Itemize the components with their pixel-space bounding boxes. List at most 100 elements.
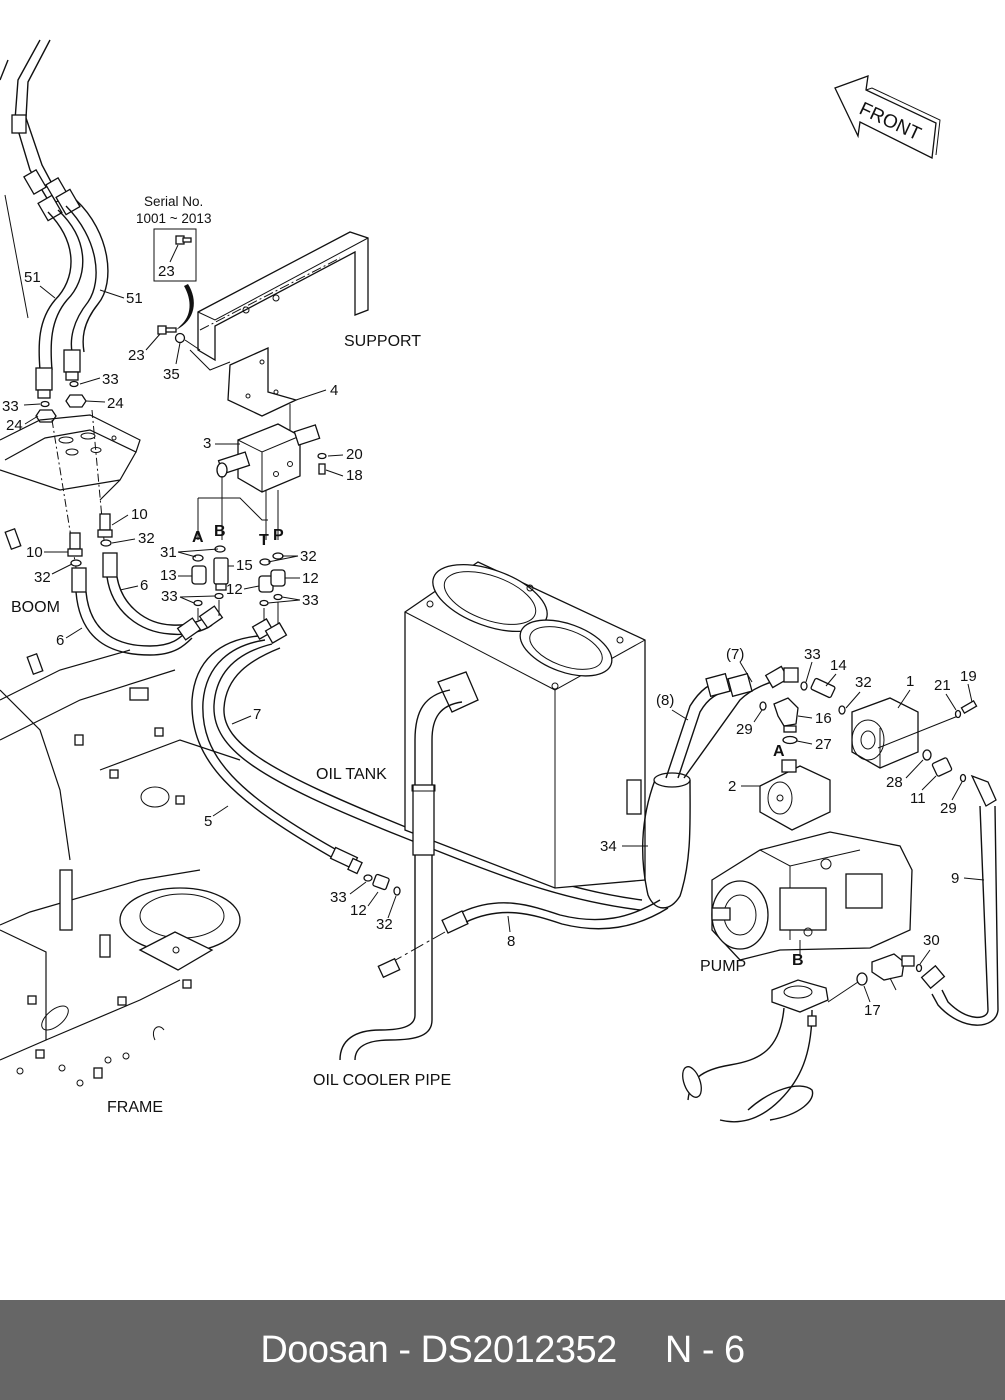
callout-2: 2	[728, 778, 736, 795]
callout-33: 33	[161, 588, 178, 605]
serial-part-23: 23	[158, 263, 175, 280]
o-ring-33	[40, 400, 50, 408]
callout-23: 23	[128, 347, 145, 364]
fitting-10-right	[97, 513, 113, 547]
label-boom: BOOM	[11, 599, 60, 616]
serial-inset-box	[153, 228, 197, 282]
callout-24: 24	[6, 417, 23, 434]
callout-32: 32	[34, 569, 51, 586]
callout-32: 32	[138, 530, 155, 547]
port-label-b: B	[214, 523, 226, 540]
callout-21: 21	[934, 677, 951, 694]
callout-32: 32	[855, 674, 872, 691]
center-line	[4, 194, 29, 319]
callout-29: 29	[736, 721, 753, 738]
callout-12: 12	[226, 581, 243, 598]
oil-tank	[404, 561, 646, 889]
serial-line-2: 1001 ~ 2013	[136, 211, 211, 226]
fitting-11	[931, 757, 953, 777]
washer-35	[174, 332, 186, 344]
footer-bar: Doosan - DS2012352 N - 6	[0, 1300, 1005, 1400]
callout-8-ref: (8)	[656, 692, 674, 709]
footer-part-number: DS2012352	[420, 1328, 618, 1371]
callout-28: 28	[886, 774, 903, 791]
fitting-12-pair	[258, 569, 286, 593]
fitting-12	[372, 873, 390, 891]
callout-32: 32	[376, 916, 393, 933]
callout-18: 18	[346, 467, 363, 484]
callout-19: 19	[960, 668, 977, 685]
lower-frame	[0, 687, 241, 1087]
callout-24: 24	[107, 395, 124, 412]
callout-51: 51	[24, 269, 41, 286]
callout-4: 4	[330, 382, 338, 399]
callout-7: 7	[253, 706, 261, 723]
parts-diagram: FRONT 51 51 33 24 33 24	[0, 39, 999, 1123]
callout-34: 34	[600, 838, 617, 855]
callout-6: 6	[56, 632, 64, 649]
elbow-16	[773, 697, 799, 733]
callout-6: 6	[140, 577, 148, 594]
callout-1: 1	[906, 673, 914, 690]
callout-3: 3	[203, 435, 211, 452]
footer-page: N - 6	[664, 1328, 745, 1371]
footer-brand: Doosan	[260, 1328, 389, 1371]
callout-5: 5	[204, 813, 212, 830]
valve-3	[216, 404, 321, 493]
callout-33: 33	[330, 889, 347, 906]
detail-arrow	[176, 284, 194, 330]
main-pump	[711, 831, 913, 961]
pump-port-label-b: B	[792, 952, 804, 969]
callout-11: 11	[910, 790, 926, 807]
callout-20: 20	[346, 446, 363, 463]
callout-7-ref: (7)	[726, 646, 744, 663]
hose-8	[377, 899, 669, 979]
bolt-23	[157, 325, 177, 335]
callout-8: 8	[507, 933, 515, 950]
support-bracket	[189, 231, 369, 417]
footer-separator: -	[398, 1328, 411, 1371]
callout-30: 17	[864, 1002, 881, 1019]
port-label-p: P	[273, 527, 284, 544]
front-arrow-icon: FRONT	[834, 75, 941, 159]
pump-port-label-a: A	[773, 743, 785, 760]
elbow-17	[871, 953, 915, 981]
callout-10: 10	[131, 506, 148, 523]
callout-33: 33	[102, 371, 119, 388]
callout-14: 14	[830, 657, 847, 674]
label-oil-cooler-pipe: OIL COOLER PIPE	[313, 1072, 451, 1089]
o-ring-33	[69, 380, 79, 388]
serial-line-1: Serial No.	[144, 194, 203, 209]
hose-51-pair	[0, 39, 109, 399]
callout-32: 32	[300, 548, 317, 565]
label-pump: PUMP	[700, 958, 746, 975]
label-frame: FRAME	[107, 1099, 163, 1116]
serial-note: Serial No. 1001 ~ 2013 23	[136, 194, 211, 330]
oil-cooler-pipe	[339, 671, 479, 1061]
gear-pump-1	[851, 697, 959, 769]
port-label-t: T	[259, 532, 269, 549]
callout-29: 30	[923, 932, 940, 949]
label-oil-tank: OIL TANK	[316, 766, 387, 783]
callout-10: 10	[26, 544, 43, 561]
callout-12: 12	[302, 570, 319, 587]
screw-20-18	[317, 452, 327, 475]
suction-pipe	[682, 979, 829, 1123]
callout-31: 31	[160, 544, 177, 561]
callout-12: 12	[350, 902, 367, 919]
callout-51: 51	[126, 290, 143, 307]
fitting-13	[191, 565, 207, 585]
callout-29: 29	[940, 800, 957, 817]
hose-6-pair	[71, 552, 224, 656]
hose-9	[920, 774, 999, 1026]
fitting-10-left	[67, 532, 83, 567]
callout-35: 35	[163, 366, 180, 383]
callout-33: 33	[302, 592, 319, 609]
label-support: SUPPORT	[344, 333, 421, 350]
bolt-19	[960, 700, 978, 714]
boom-frame	[0, 409, 176, 741]
callout-9: 9	[951, 870, 959, 887]
hose-34-sleeve	[642, 665, 799, 909]
callout-13: 13	[160, 567, 177, 584]
fitting-14	[810, 677, 836, 699]
